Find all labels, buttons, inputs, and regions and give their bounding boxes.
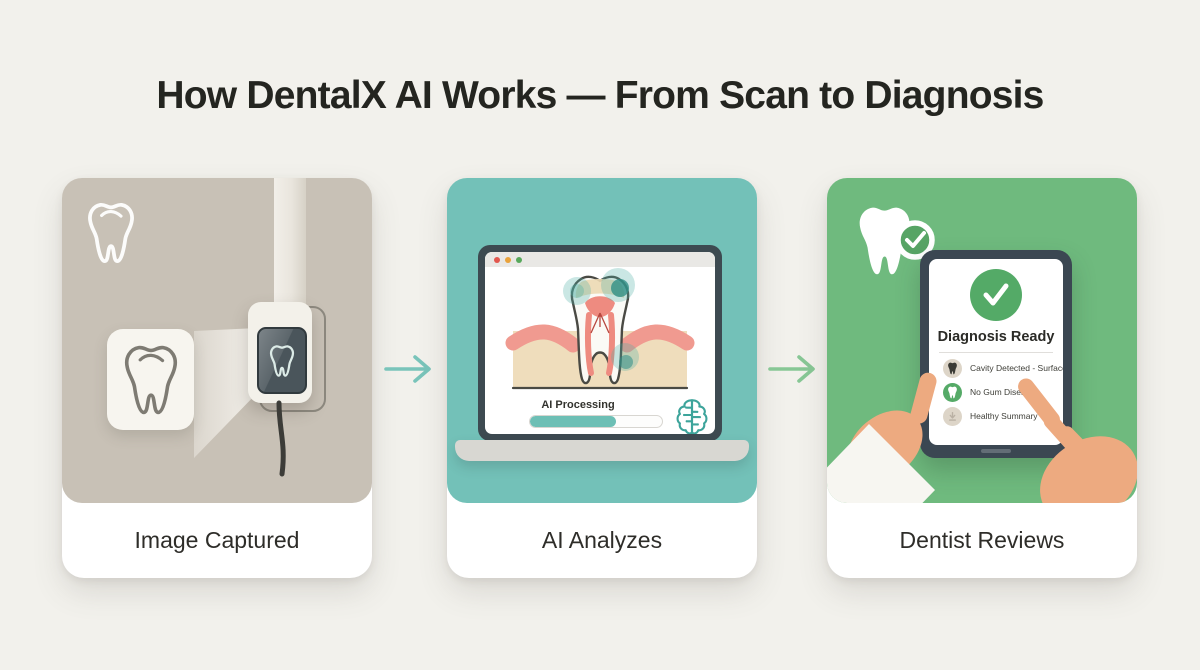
finding-text: No Gum Disease [970, 387, 1035, 397]
step-card-dentist-reviews: Diagnosis Ready Cavity Detected - Surfac… [827, 178, 1137, 578]
scanner-arm [274, 178, 306, 312]
check-circle-icon [970, 269, 1022, 321]
summary-download-icon [943, 406, 962, 426]
healthy-tooth-icon [943, 382, 962, 402]
scanner-cable [276, 400, 286, 477]
laptop-base [455, 440, 749, 461]
step-card-image-captured: Image Captured [62, 178, 372, 578]
divider [939, 352, 1053, 353]
tooth-xray-illustration [505, 268, 695, 390]
finding-row-cavity: Cavity Detected - Surface [943, 356, 1063, 380]
step2-label: AI Analyzes [541, 527, 663, 553]
finding-row-gum: No Gum Disease [943, 380, 1059, 404]
step1-label: Image Captured [134, 527, 300, 553]
tablet-screen: Diagnosis Ready Cavity Detected - Surfac… [929, 259, 1063, 445]
browser-bar [485, 252, 715, 267]
diagnosis-title: Diagnosis Ready [937, 329, 1055, 345]
ai-progress-bar [529, 415, 663, 428]
window-dot-amber-icon [505, 256, 511, 263]
window-dot-green-icon [516, 256, 522, 263]
step1-illustration [62, 178, 372, 503]
finding-text: Healthy Summary [970, 411, 1038, 421]
brain-circuit-icon [676, 399, 708, 434]
cavity-tooth-icon [943, 358, 962, 378]
step3-illustration: Diagnosis Ready Cavity Detected - Surfac… [827, 178, 1137, 503]
tooth-card-icon [107, 329, 194, 430]
window-dot-red-icon [494, 256, 500, 263]
arrow-right-icon-1 [384, 355, 431, 383]
progress-fill [530, 416, 616, 427]
arrow-right-icon-2 [768, 355, 815, 383]
findings-list: Cavity Detected - Surface No Gum Disease [943, 356, 1063, 428]
step2-illustration: AI Processing [447, 178, 757, 503]
finding-row-summary: Healthy Summary [943, 404, 1059, 428]
finding-text: Cavity Detected - Surface [970, 363, 1063, 373]
tablet-home-bar [981, 449, 1011, 453]
laptop-screen: AI Processing [485, 252, 715, 434]
ai-status-text: AI Processing [541, 399, 615, 411]
tablet: Diagnosis Ready Cavity Detected - Surfac… [920, 250, 1072, 458]
step-card-ai-analyzes: AI Processing [447, 178, 757, 578]
sleeve-cuff [827, 424, 935, 503]
step3-label: Dentist Reviews [899, 527, 1065, 553]
page-title: How DentalX AI Works — From Scan to Diag… [156, 74, 1044, 117]
scan-beam [194, 328, 258, 458]
laptop: AI Processing [478, 245, 722, 441]
scanner-screen [257, 327, 307, 394]
